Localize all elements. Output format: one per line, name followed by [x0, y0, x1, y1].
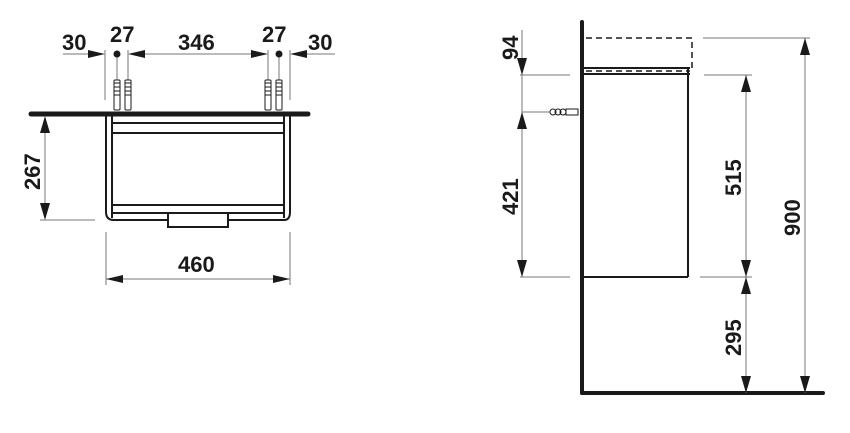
wall-anchor-icon [113, 79, 132, 111]
dim-left-hole-spacing: 27 [110, 22, 134, 47]
wall-anchor-icon [522, 108, 579, 116]
cabinet-side [584, 67, 690, 278]
dim-anchor-height: 421 [498, 178, 523, 215]
basin-outline-dashed [586, 37, 693, 72]
side-view: 94 421 515 900 295 [498, 20, 825, 395]
dim-left-margin: 30 [62, 30, 86, 55]
cabinet-front [105, 116, 291, 228]
wall-anchor-icon [264, 79, 283, 111]
dim-right-margin: 30 [308, 30, 332, 55]
dim-top-offset: 94 [498, 35, 523, 60]
left-dimensions [517, 30, 570, 278]
hole-marker-left [113, 50, 121, 58]
dim-right-hole-spacing: 27 [262, 22, 286, 47]
dim-cabinet-height: 515 [721, 159, 746, 196]
dim-total-height: 900 [780, 199, 805, 236]
hole-marker-right [275, 50, 283, 58]
front-view: 30 27 346 27 30 267 460 [20, 22, 335, 285]
dim-center-spacing: 346 [178, 30, 215, 55]
width-dimension [105, 232, 291, 285]
dim-floor-clearance: 295 [721, 319, 746, 356]
right-dimensions [700, 37, 810, 393]
top-dimension-arrows [88, 50, 307, 58]
drawer-handle [167, 212, 229, 228]
height-dimension [40, 116, 95, 221]
top-dimension-chain [63, 50, 335, 100]
dim-height: 267 [20, 153, 45, 190]
dim-width: 460 [178, 252, 215, 277]
